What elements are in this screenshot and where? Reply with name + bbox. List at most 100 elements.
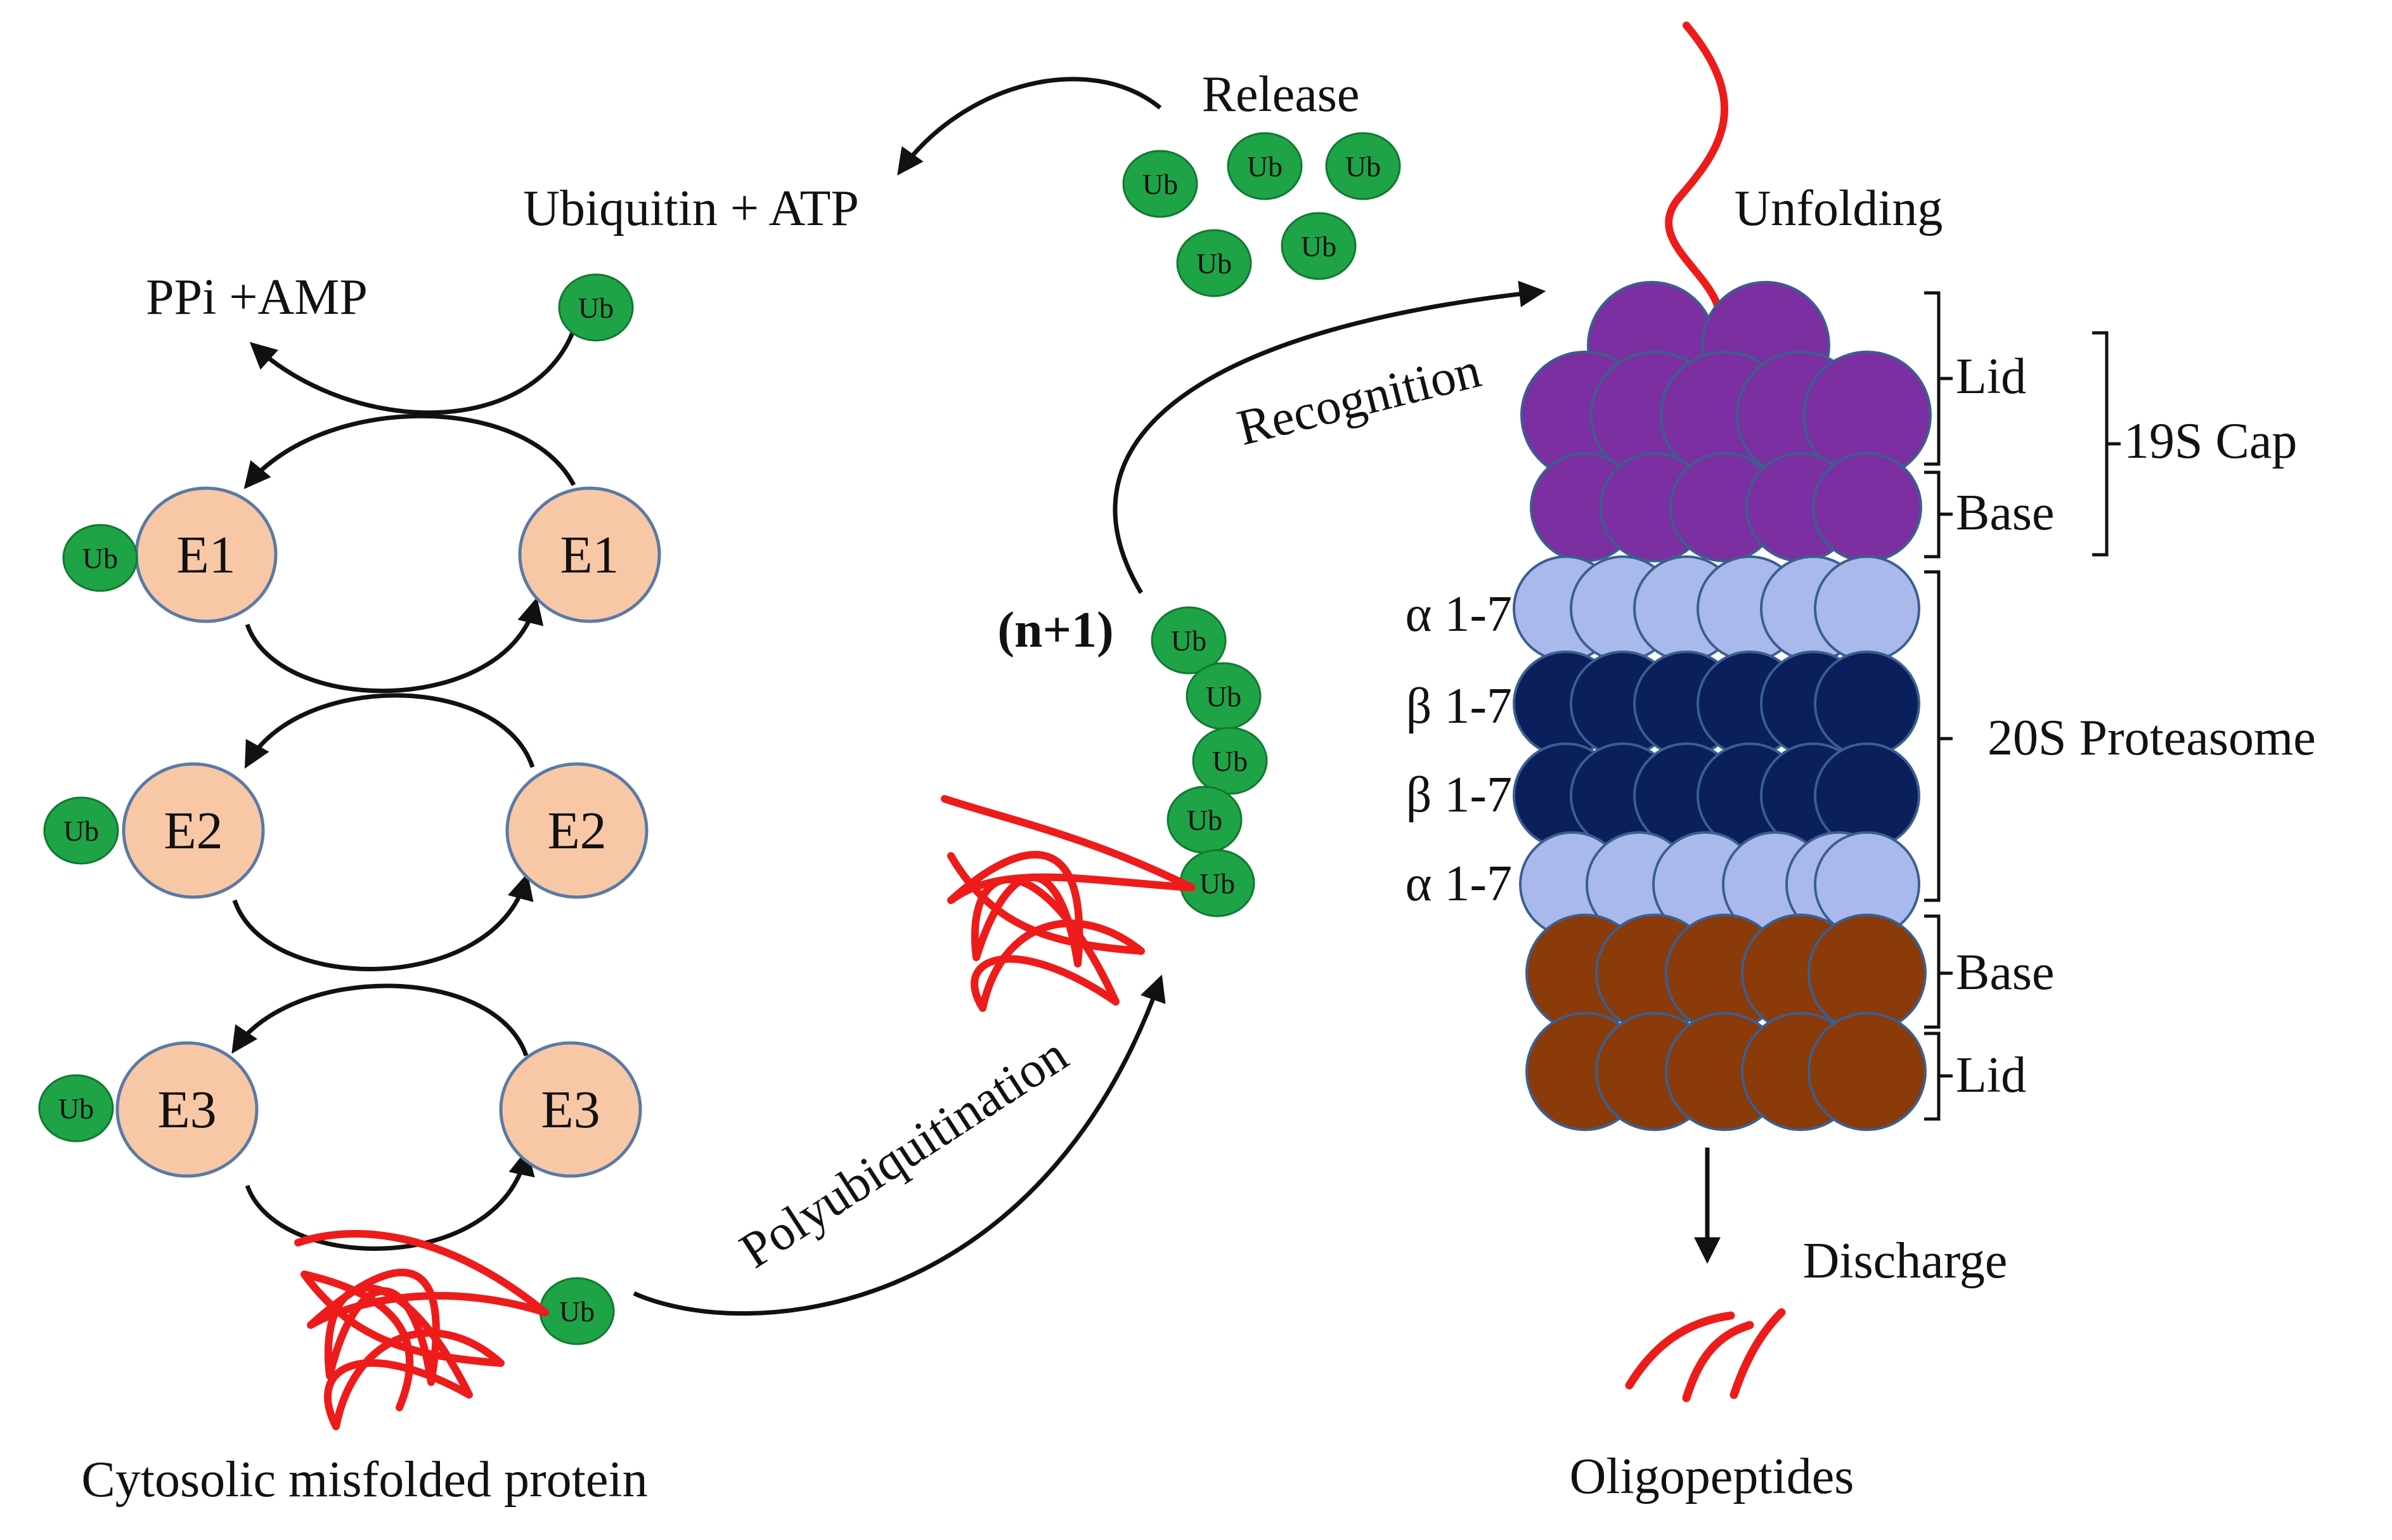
label-discharge: Discharge bbox=[1803, 1233, 2008, 1289]
label-lid-top: Lid bbox=[1956, 349, 2026, 404]
bracket-20s bbox=[1924, 570, 1953, 902]
label-beta-ring-2: β 1-7 bbox=[1406, 767, 1512, 823]
enzyme-e3-right: E3 bbox=[499, 1041, 642, 1178]
proteasome-subunit bbox=[1814, 650, 1920, 757]
arrow-e3-top bbox=[231, 983, 529, 1057]
ub-label: Ub bbox=[58, 1092, 94, 1125]
polyub-chain: Ub Ub Ub Ub Ub bbox=[1151, 606, 1268, 917]
ub-label: Ub bbox=[1206, 680, 1241, 713]
proteasome-subunit bbox=[1812, 452, 1922, 562]
enzyme-e1-right: E1 bbox=[518, 486, 661, 623]
ub-label: Ub bbox=[1142, 168, 1178, 200]
polyub-2: Ub bbox=[1186, 662, 1262, 730]
label-misfolded-protein: Cytosolic misfolded protein bbox=[81, 1452, 647, 1508]
bracket-base-top bbox=[1924, 470, 1953, 559]
ubiquitin-molecules: Ub Ub Ub Ub Ub Ub Ub Ub Ub Ub Ub Ub Ub U… bbox=[38, 132, 1401, 1345]
proteasome-subunit bbox=[1807, 1012, 1927, 1131]
label-alpha-ring-top: α 1-7 bbox=[1405, 586, 1512, 642]
proteasome-beta-ring-1 bbox=[1513, 650, 1920, 757]
label-base-bottom: Base bbox=[1956, 945, 2055, 1000]
ub-on-protein: Ub bbox=[539, 1277, 615, 1345]
polyub-1: Ub bbox=[1151, 606, 1227, 675]
misfolded-protein-bottom bbox=[294, 1230, 549, 1430]
bracket-lid-bottom bbox=[1924, 1032, 1953, 1121]
label-lid-bottom: Lid bbox=[1956, 1047, 2026, 1103]
ub-label: Ub bbox=[1301, 230, 1336, 262]
label-recognition: Recognition bbox=[1232, 342, 1486, 456]
bracket-base-bottom bbox=[1924, 914, 1953, 1029]
ub-label: Ub bbox=[1247, 150, 1283, 183]
arrow-recognition bbox=[1113, 280, 1546, 594]
enzyme-e3-right-label: E3 bbox=[541, 1080, 600, 1139]
enzyme-e1-right-label: E1 bbox=[560, 526, 619, 585]
arrow-release-to-ubiquitin bbox=[897, 77, 1162, 176]
label-beta-ring-1: β 1-7 bbox=[1406, 678, 1512, 734]
arrow-e2-bottom bbox=[232, 872, 534, 971]
ub-on-e2: Ub bbox=[43, 796, 119, 865]
proteasome-beta-ring-2 bbox=[1513, 742, 1920, 849]
enzyme-e1-left: E1 bbox=[134, 486, 278, 623]
label-oligopeptides: Oligopeptides bbox=[1570, 1449, 1854, 1504]
proteasome-base-top-row bbox=[1530, 452, 1922, 562]
label-19s-cap: 19S Cap bbox=[2124, 413, 2297, 469]
arrow-e1-top bbox=[243, 413, 576, 489]
proteasome-lid-bottom-row bbox=[1525, 1012, 1927, 1131]
enzymes: E1 E1 E2 E2 E3 E3 bbox=[115, 486, 661, 1178]
cycle-arrows bbox=[231, 77, 1721, 1316]
proteasome-base-bottom-row bbox=[1525, 914, 1927, 1033]
ub-label: Ub bbox=[1187, 804, 1222, 836]
ub-release-3: Ub bbox=[1325, 132, 1401, 200]
ub-on-e3: Ub bbox=[38, 1074, 114, 1142]
label-ubiquitin-atp: Ubiquitin + ATP bbox=[523, 181, 859, 236]
ub-release-1: Ub bbox=[1122, 150, 1198, 218]
proteasome-alpha-ring-top bbox=[1513, 555, 1920, 662]
arrow-ub-to-ppi-amp bbox=[249, 328, 576, 415]
label-base-top: Base bbox=[1956, 485, 2055, 541]
unfolding-strand bbox=[1665, 22, 1729, 340]
label-20s-proteasome: 20S Proteasome bbox=[1988, 710, 2316, 766]
ub-label: Ub bbox=[1199, 867, 1235, 900]
label-polyubiquitination: Polyubiquitination bbox=[730, 1026, 1077, 1279]
ub-release-4: Ub bbox=[1176, 229, 1252, 297]
label-alpha-ring-bottom: α 1-7 bbox=[1405, 856, 1512, 912]
enzyme-e2-left: E2 bbox=[122, 762, 265, 899]
bracket-lid-top bbox=[1924, 291, 1953, 466]
enzyme-e3-left: E3 bbox=[115, 1041, 259, 1178]
proteasome-alpha-ring-bottom bbox=[1519, 831, 1920, 938]
ub-label: Ub bbox=[63, 815, 99, 847]
label-unfolding: Unfolding bbox=[1735, 181, 1943, 236]
ub-label: Ub bbox=[578, 292, 614, 324]
arrow-e1-bottom bbox=[245, 597, 544, 694]
arrow-e3-bottom bbox=[245, 1148, 535, 1251]
ub-label: Ub bbox=[1345, 150, 1381, 183]
proteasome-stack bbox=[1513, 281, 1932, 1131]
label-ppi-amp: PPi +AMP bbox=[146, 269, 368, 325]
label-release: Release bbox=[1202, 67, 1360, 122]
polyub-3: Ub bbox=[1192, 727, 1268, 795]
polyub-5: Ub bbox=[1179, 849, 1255, 917]
oligopeptides-fragments bbox=[1625, 1308, 1786, 1402]
ub-on-e1: Ub bbox=[62, 524, 138, 592]
ub-label: Ub bbox=[559, 1295, 595, 1328]
brackets bbox=[1924, 291, 2121, 1121]
polyub-4: Ub bbox=[1167, 786, 1243, 854]
bracket-19s-cap bbox=[2092, 331, 2121, 557]
enzyme-e2-left-label: E2 bbox=[164, 801, 223, 860]
misfolded-protein-middle bbox=[941, 795, 1196, 1012]
ub-release-5: Ub bbox=[1281, 212, 1357, 280]
ub-label: Ub bbox=[1171, 624, 1206, 657]
arrow-e2-top bbox=[244, 693, 535, 769]
ub-label: Ub bbox=[82, 542, 118, 574]
ub-label: Ub bbox=[1196, 247, 1232, 280]
proteasome-subunit bbox=[1814, 555, 1920, 662]
arrow-polyubiquitination bbox=[633, 974, 1166, 1316]
ub-label: Ub bbox=[1212, 745, 1248, 777]
label-n-plus-1: (n+1) bbox=[997, 602, 1113, 658]
ub-release-2: Ub bbox=[1227, 132, 1303, 200]
enzyme-e2-right: E2 bbox=[505, 762, 649, 899]
enzyme-e1-left-label: E1 bbox=[176, 526, 235, 585]
ub-free: Ub bbox=[558, 273, 634, 342]
enzyme-e3-left-label: E3 bbox=[157, 1080, 216, 1139]
